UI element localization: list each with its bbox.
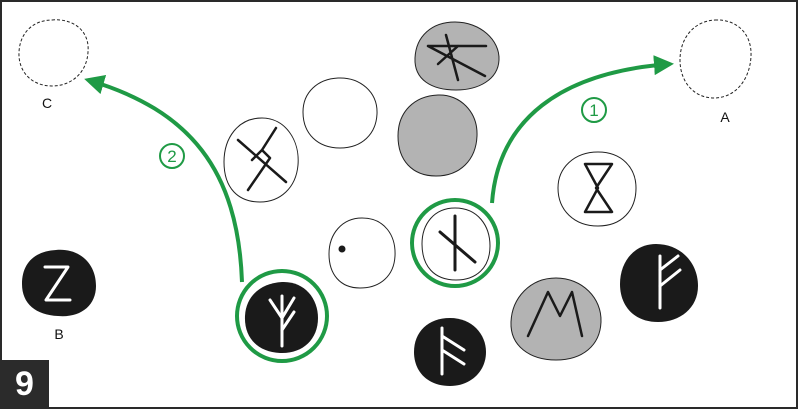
rune-stone-1[interactable] xyxy=(421,207,491,281)
rune-glyph-algiz xyxy=(268,294,296,348)
target-label-c: C xyxy=(42,95,52,111)
rune-glyph-ansuz xyxy=(440,326,466,376)
rune-stone-dot[interactable] xyxy=(328,217,396,289)
target-circle-a xyxy=(679,19,752,99)
rune-stone-dagaz[interactable] xyxy=(557,151,637,227)
rune-glyph-top xyxy=(426,33,488,82)
target-label-a: A xyxy=(720,109,730,125)
rune-glyph-fehu xyxy=(658,254,682,310)
rune-stone-gray-ehwaz[interactable] xyxy=(510,277,602,361)
rune-glyph-dagaz xyxy=(583,162,614,214)
page-number-badge: 9 xyxy=(0,360,49,409)
rune-sowilo-glyph xyxy=(43,265,72,302)
target-label-b: B xyxy=(54,326,63,342)
rune-stone-black-fehu[interactable] xyxy=(620,244,698,322)
rune-stone-zigzag[interactable] xyxy=(223,117,299,203)
blank-stone-gray[interactable] xyxy=(397,94,478,177)
rune-stone-2[interactable] xyxy=(244,281,318,354)
rune-stone-gray-top[interactable] xyxy=(414,21,500,91)
arrow-step-1 xyxy=(490,55,674,204)
blank-stone-white[interactable] xyxy=(302,77,378,149)
step-number-1: 1 xyxy=(581,97,607,123)
rune-stone-b[interactable] xyxy=(22,249,96,317)
arrow-step-2 xyxy=(84,74,244,283)
rune-glyph-dot xyxy=(338,245,346,253)
svg-text:2: 2 xyxy=(167,147,176,166)
rune-glyph-nauthiz xyxy=(438,214,477,272)
rune-stone-black-ansuz[interactable] xyxy=(414,318,486,386)
rune-glyph-ehwaz xyxy=(526,290,584,338)
highlight-circle-stone-2 xyxy=(235,269,329,363)
step-number-2: 2 xyxy=(159,143,185,169)
svg-text:1: 1 xyxy=(589,101,598,120)
target-circle-c xyxy=(18,19,89,87)
highlight-circle-stone-1 xyxy=(410,198,500,288)
rune-glyph-zigzag xyxy=(236,126,288,192)
